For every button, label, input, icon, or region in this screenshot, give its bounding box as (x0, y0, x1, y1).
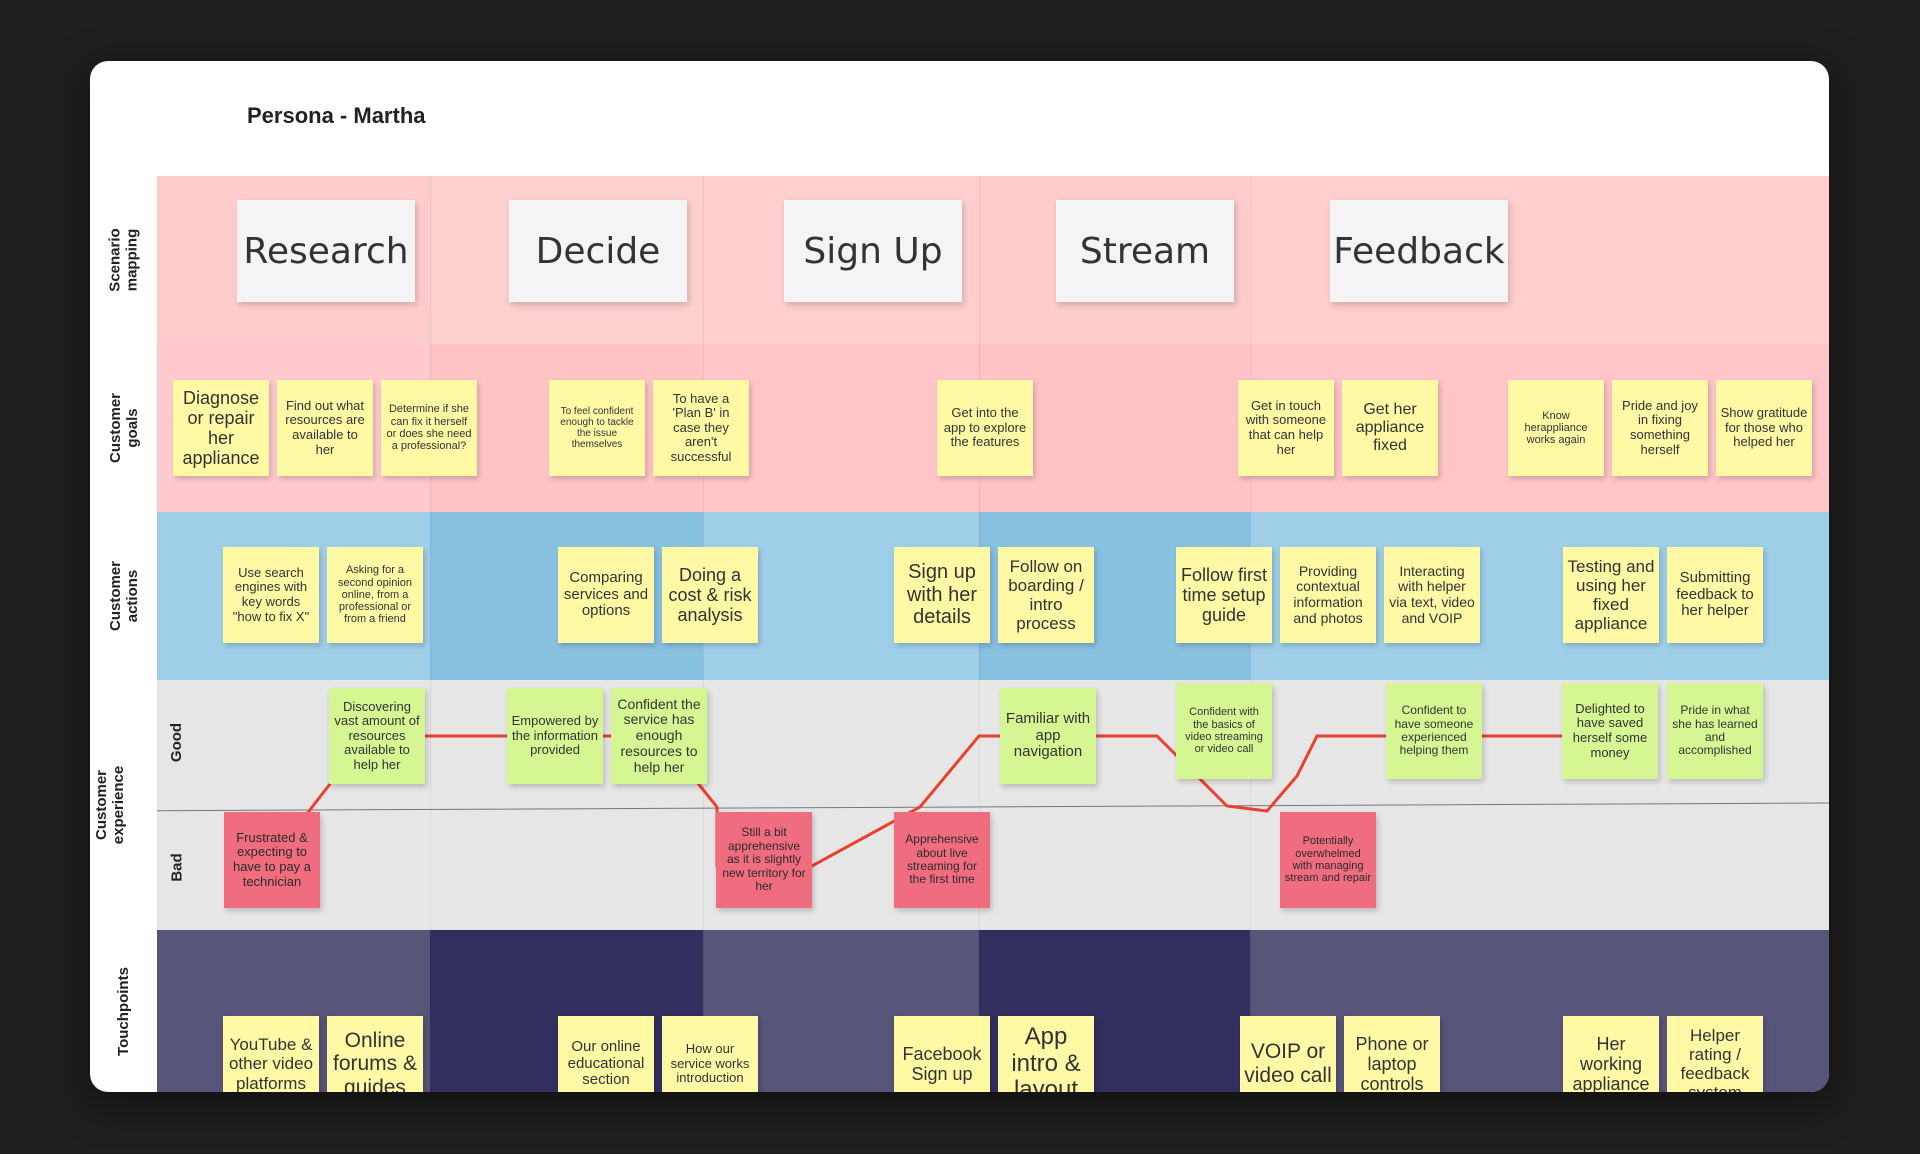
row-label-goals: Customer goals (90, 344, 157, 512)
row-label-scenario-text: Scenario mapping (106, 228, 141, 292)
page-title: Persona - Martha (247, 103, 426, 128)
experience-note-good: Empowered by the information provided (507, 688, 603, 784)
sub-label-bad: Bad (157, 805, 197, 930)
action-note: Submitting feedback to her helper (1667, 547, 1763, 643)
action-note: Doing a cost & risk analysis (662, 547, 758, 643)
column-divider (703, 176, 704, 344)
touchpoint-note: How our service works introduction (662, 1016, 758, 1092)
experience-note-good: Confident with the basics of video strea… (1176, 683, 1272, 779)
touchpoint-note: App intro & layout (998, 1016, 1094, 1092)
action-note: Asking for a second opinion online, from… (327, 547, 423, 643)
action-note: Follow on boarding / intro process (998, 547, 1094, 643)
goal-note: To feel confident enough to tackle the i… (549, 380, 645, 476)
action-note: Testing and using her fixed appliance (1563, 547, 1659, 643)
experience-note-good: Pride in what she has learned and accomp… (1667, 683, 1763, 779)
touchpoint-note: Helper rating / feedback system (1667, 1016, 1763, 1092)
touchpoint-note: Online forums & guides (327, 1016, 423, 1092)
row-label-scenario: Scenario mapping (90, 176, 157, 344)
goal-note: Pride and joy in fixing something hersel… (1612, 380, 1708, 476)
experience-note-bad: Still a bit apprehensive as it is slight… (716, 812, 812, 908)
sub-label-bad-text: Bad (168, 853, 186, 882)
experience-note-bad: Apprehensive about live streaming for th… (894, 812, 990, 908)
column-divider (1250, 176, 1251, 344)
action-note: Use search engines with key words "how t… (223, 547, 319, 643)
stage-card-research: Research (237, 200, 415, 302)
row-label-actions-text: Customer actions (106, 560, 141, 632)
column-divider (430, 512, 431, 680)
action-note: Providing contextual information and pho… (1280, 547, 1376, 643)
touchpoint-note: VOIP or video call (1240, 1016, 1336, 1092)
touchpoint-note: Facebook Sign up (894, 1016, 990, 1092)
column-divider (979, 176, 980, 344)
experience-note-good: Delighted to have saved herself some mon… (1562, 683, 1658, 779)
row-label-touchpoints-text: Touchpoints (115, 966, 132, 1056)
experience-note-good: Familiar with app navigation (1000, 688, 1096, 784)
goal-note: Show gratitude for those who helped her (1716, 380, 1812, 476)
goal-note: Diagnose or repair her appliance (173, 380, 269, 476)
column-divider (430, 176, 431, 344)
action-note: Interacting with helper via text, video … (1384, 547, 1480, 643)
goals-band-cell (703, 344, 979, 512)
experience-note-bad: Frustrated & expecting to have to pay a … (224, 812, 320, 908)
sub-label-good-text: Good (168, 722, 186, 763)
column-divider (703, 930, 704, 1092)
column-divider (430, 680, 431, 930)
goal-note: Get her appliance fixed (1342, 380, 1438, 476)
column-divider (979, 930, 980, 1092)
goal-note: Know herappliance works again (1508, 380, 1604, 476)
touchpoint-note: Phone or laptop controls (1344, 1016, 1440, 1092)
row-label-experience: Customer experience (90, 680, 130, 930)
action-note: Follow first time setup guide (1176, 547, 1272, 643)
experience-note-bad: Potentially overwhelmed with managing st… (1280, 812, 1376, 908)
goal-note: Find out what resources are available to… (277, 380, 373, 476)
row-label-experience-text: Customer experience (93, 765, 128, 845)
column-divider (1250, 930, 1251, 1092)
experience-note-good: Confident to have someone experienced he… (1386, 683, 1482, 779)
stage-card-sign-up: Sign Up (784, 200, 962, 302)
goal-note: Determine if she can fix it herself or d… (381, 380, 477, 476)
row-label-goals-text: Customer goals (106, 392, 141, 464)
row-label-touchpoints: Touchpoints (90, 930, 157, 1092)
touchpoint-note: Our online educational section (558, 1016, 654, 1092)
goal-note: To have a 'Plan B' in case they aren't s… (653, 380, 749, 476)
touchpoint-note: Her working appliance (1563, 1016, 1659, 1092)
action-note: Comparing services and options (558, 547, 654, 643)
stage-card-decide: Decide (509, 200, 687, 302)
goal-note: Get in touch with someone that can help … (1238, 380, 1334, 476)
experience-note-good: Discovering vast amount of resources ava… (329, 688, 425, 784)
action-note: Sign up with her details (894, 547, 990, 643)
stage-card-feedback: Feedback (1330, 200, 1508, 302)
row-label-actions: Customer actions (90, 512, 157, 680)
stage-card-stream: Stream (1056, 200, 1234, 302)
column-divider (430, 930, 431, 1092)
experience-note-good: Confident the service has enough resourc… (611, 688, 707, 784)
sub-label-good: Good (157, 680, 197, 805)
goal-note: Get into the app to explore the features (937, 380, 1033, 476)
touchpoint-note: YouTube & other video platforms (223, 1016, 319, 1092)
